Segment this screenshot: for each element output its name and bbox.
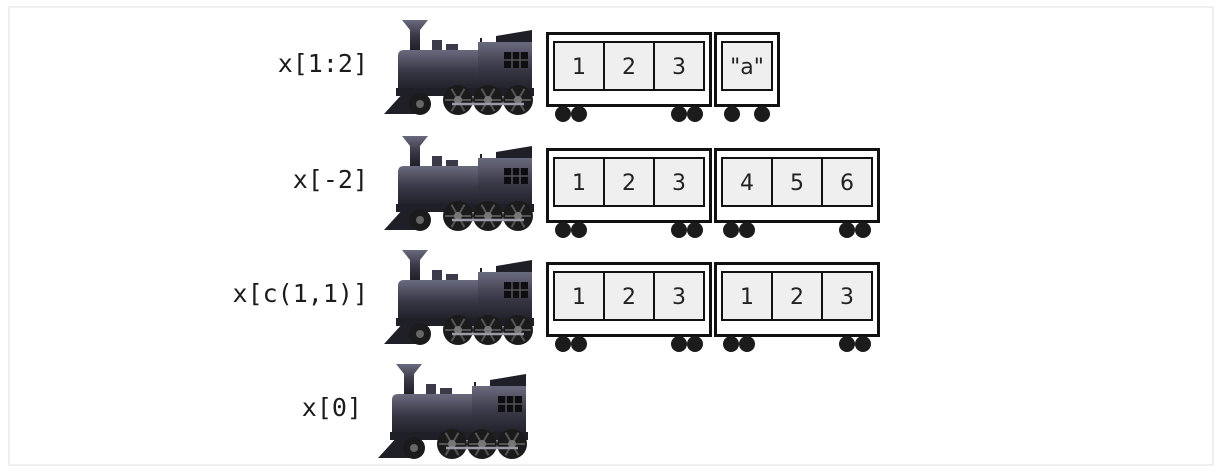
- car-wheel: [839, 336, 855, 352]
- steam-dome: [426, 384, 436, 398]
- cab-roof: [496, 260, 532, 272]
- cell-value: 3: [672, 55, 686, 80]
- car-wheel: [723, 222, 739, 238]
- car-wheel: [724, 106, 740, 122]
- subset-row: x[c(1,1)] 1 2 3 1 2 3: [233, 250, 880, 352]
- cell-value: 2: [622, 55, 636, 80]
- locomotive-icon: [378, 364, 528, 459]
- car-cell: [821, 271, 873, 321]
- car-wheel: [855, 336, 871, 352]
- subset-row: x[1:2] 1 2 3 "a": [278, 20, 780, 122]
- subset-expression: x[1:2]: [278, 49, 368, 78]
- locomotive-icon: [384, 20, 534, 115]
- car-cell: [653, 157, 705, 207]
- sand-dome: [446, 274, 458, 284]
- locomotive-icon: [384, 136, 534, 231]
- smokestack: [402, 250, 428, 280]
- subset-expression: x[c(1,1)]: [233, 279, 368, 308]
- smokestack: [396, 364, 422, 394]
- steam-dome: [432, 156, 442, 170]
- car-cell: [603, 157, 655, 207]
- car-cell: [821, 157, 873, 207]
- car-wheel: [687, 106, 703, 122]
- steam-dome: [432, 270, 442, 284]
- cell-value: 2: [622, 285, 636, 310]
- train-car: 1 2 3: [546, 32, 712, 122]
- sand-dome: [446, 160, 458, 170]
- cowcatcher: [384, 208, 416, 230]
- cab-roof: [496, 30, 532, 42]
- car-wheel: [754, 106, 770, 122]
- subset-expression: x[0]: [302, 393, 362, 422]
- cell-value: 1: [740, 285, 754, 310]
- cowcatcher: [384, 322, 416, 344]
- car-cell: [653, 41, 705, 91]
- cell-value: 3: [672, 171, 686, 196]
- sand-dome: [440, 388, 452, 398]
- subset-row: x[-2] 1 2 3 4 5 6: [293, 136, 880, 238]
- car-wheel: [739, 336, 755, 352]
- boiler: [398, 280, 478, 320]
- cell-value: 5: [790, 171, 804, 196]
- cell-value: 3: [672, 285, 686, 310]
- cab-roof: [490, 374, 526, 386]
- car-wheel: [739, 222, 755, 238]
- subset-row: x[0]: [302, 364, 528, 459]
- cell-value: 2: [622, 171, 636, 196]
- car-cell: [603, 271, 655, 321]
- cell-value: 1: [572, 55, 586, 80]
- smokestack: [402, 20, 428, 50]
- train-car: 4 5 6: [714, 148, 880, 238]
- cab-roof: [496, 146, 532, 158]
- car-cell: [771, 271, 823, 321]
- cowcatcher: [378, 436, 410, 458]
- cowcatcher: [384, 92, 416, 114]
- car-cell: [653, 271, 705, 321]
- car-wheel: [555, 222, 571, 238]
- car-wheel: [555, 336, 571, 352]
- smokestack: [402, 136, 428, 166]
- train-car: 1 2 3: [714, 262, 880, 352]
- car-cell: [553, 157, 605, 207]
- cell-value: 1: [572, 171, 586, 196]
- sand-dome: [446, 44, 458, 54]
- cell-value: 3: [840, 285, 854, 310]
- cell-value: 2: [790, 285, 804, 310]
- car-wheel: [671, 222, 687, 238]
- train-car: "a": [714, 32, 780, 122]
- car-cell: [721, 41, 773, 91]
- car-wheel: [855, 222, 871, 238]
- car-wheel: [687, 222, 703, 238]
- car-cell: [553, 41, 605, 91]
- car-wheel: [687, 336, 703, 352]
- cell-value: 1: [572, 285, 586, 310]
- car-wheel: [671, 106, 687, 122]
- car-wheel: [839, 222, 855, 238]
- car-wheel: [723, 336, 739, 352]
- boiler: [398, 50, 478, 90]
- car-wheel: [671, 336, 687, 352]
- car-wheel: [571, 336, 587, 352]
- cell-value: "a": [730, 55, 764, 80]
- train-car: 1 2 3: [546, 148, 712, 238]
- car-wheel: [555, 106, 571, 122]
- boiler: [392, 394, 472, 434]
- cell-value: 4: [740, 171, 754, 196]
- steam-dome: [432, 40, 442, 54]
- car-wheel: [571, 222, 587, 238]
- locomotive-icon: [384, 250, 534, 345]
- boiler: [398, 166, 478, 206]
- car-wheel: [571, 106, 587, 122]
- cell-value: 6: [840, 171, 854, 196]
- train-car: 1 2 3: [546, 262, 712, 352]
- subset-expression: x[-2]: [293, 165, 368, 194]
